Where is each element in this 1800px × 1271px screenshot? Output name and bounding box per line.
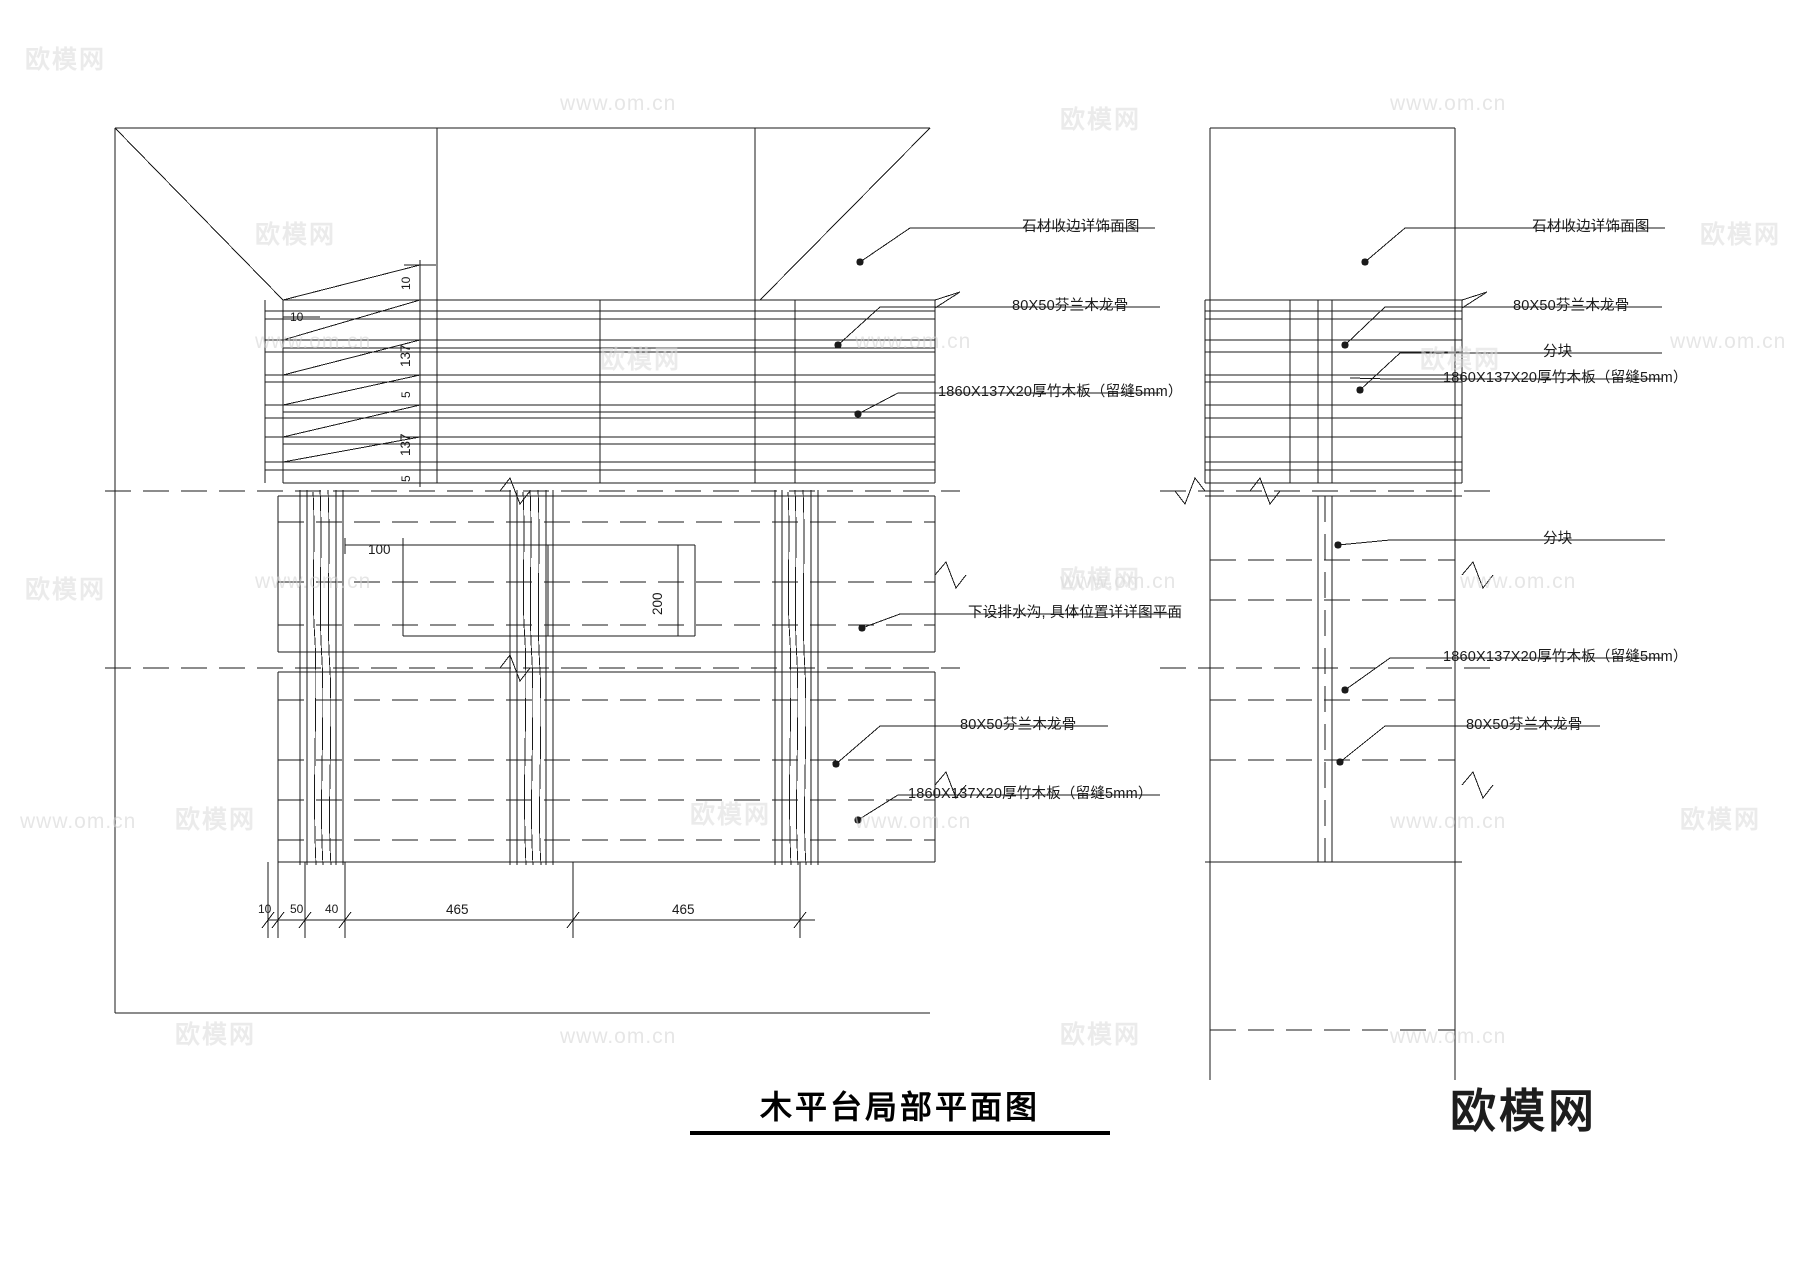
drawing-title-block: 木平台局部平面图 bbox=[690, 1088, 1110, 1136]
left-view-centerlines bbox=[105, 490, 960, 841]
dimension-dim-bottom-50: 50 bbox=[290, 902, 304, 916]
leader-arrowheads bbox=[934, 291, 1488, 309]
joist-grain-columns bbox=[299, 489, 819, 866]
annotation-drain-note: 下设排水沟, 具体位置详详图平面 bbox=[968, 605, 1183, 621]
dimension-dim-10-edge: 10 bbox=[290, 310, 304, 324]
dimension-dim-5-lower: 5 bbox=[399, 475, 413, 482]
right-view-middle bbox=[1205, 495, 1462, 863]
dimension-chain-bottom bbox=[261, 862, 815, 938]
annotation-keel-bottom: 80X50芬兰木龙骨 bbox=[960, 717, 1077, 733]
page-title: 木平台局部平面图 bbox=[759, 1088, 1040, 1126]
annotation-keel-bottom-r: 80X50芬兰木龙骨 bbox=[1466, 717, 1583, 733]
dimension-dim-137-lower: 137 bbox=[398, 433, 413, 456]
right-view-top-deck bbox=[1204, 299, 1463, 484]
dimension-100 bbox=[344, 538, 404, 554]
right-view-centerlines bbox=[1160, 490, 1500, 1031]
left-view-top-deck bbox=[264, 299, 936, 484]
dimension-dim-bottom-465b: 465 bbox=[672, 902, 695, 917]
leader-lines-left bbox=[832, 227, 1180, 824]
dimension-dim-200: 200 bbox=[650, 592, 665, 615]
dimension-dim-100: 100 bbox=[368, 542, 391, 557]
left-view-wall-outline bbox=[114, 127, 931, 1014]
dimension-dim-10-top: 10 bbox=[399, 276, 413, 290]
annotation-bamboo-board-mid-r: 1860X137X20厚竹木板（留缝5mm） bbox=[1443, 649, 1688, 665]
annotation-block-mid-r: 分块 bbox=[1543, 531, 1573, 547]
dimension-lines-vertical bbox=[282, 260, 436, 487]
dimension-dim-bottom-465a: 465 bbox=[446, 902, 469, 917]
annotation-stone-edge-detail: 石材收边详饰面图 bbox=[1022, 219, 1140, 235]
break-symbols-right bbox=[1174, 476, 1494, 800]
break-symbols-left bbox=[499, 476, 967, 800]
dimension-200 bbox=[670, 544, 686, 637]
annotation-block-top-r: 分块 bbox=[1543, 344, 1573, 360]
title-underline bbox=[690, 1131, 1110, 1136]
annotation-bamboo-board-top: 1860X137X20厚竹木板（留缝5mm） bbox=[938, 384, 1183, 400]
leader-lines-right bbox=[1334, 227, 1665, 766]
dimension-dim-137-upper: 137 bbox=[398, 344, 413, 367]
brand-logo: 欧模网 bbox=[1450, 1084, 1597, 1138]
dimension-dim-5-upper: 5 bbox=[399, 391, 413, 398]
annotation-bamboo-board-bottom: 1860X137X20厚竹木板（留缝5mm） bbox=[908, 786, 1153, 802]
annotation-stone-edge-detail-r: 石材收边详饰面图 bbox=[1532, 219, 1650, 235]
annotation-keel-top: 80X50芬兰木龙骨 bbox=[1012, 298, 1129, 314]
dimension-dim-bottom-40: 40 bbox=[325, 902, 339, 916]
left-view-middle-frame bbox=[277, 495, 936, 653]
annotation-bamboo-board-top-r: 1860X137X20厚竹木板（留缝5mm） bbox=[1443, 370, 1688, 386]
left-view-bottom-frame bbox=[277, 671, 936, 863]
dimension-dim-bottom-10: 10 bbox=[258, 902, 272, 916]
annotation-keel-top-r: 80X50芬兰木龙骨 bbox=[1513, 298, 1630, 314]
